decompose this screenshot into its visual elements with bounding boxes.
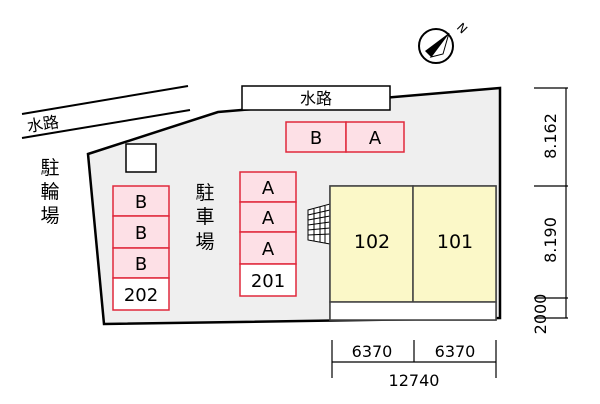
parking-space-label: B — [135, 192, 147, 213]
right-dimensions: 8.162 8.190 2000 — [531, 87, 568, 335]
unit-102 — [329, 185, 414, 303]
car-parking-char-3: 場 — [195, 231, 214, 253]
parking-space — [239, 171, 297, 203]
car-parking-char-1: 駐 — [195, 182, 214, 204]
parking-space — [239, 231, 297, 265]
balcony — [329, 301, 497, 321]
left-waterway-label: 水路 — [26, 112, 61, 136]
unit-102-label: 102 — [354, 231, 390, 253]
parking-space-label: 201 — [251, 271, 285, 292]
left-waterway — [22, 86, 190, 138]
left-waterway-edge-bottom — [21, 109, 191, 139]
parking-space-label: B — [135, 223, 147, 244]
bicycle-parking-marker — [125, 143, 157, 173]
parking-space-label: B — [135, 254, 147, 275]
parking-left-column: B B B 202 — [112, 185, 170, 311]
parking-space-label: A — [262, 239, 275, 260]
dimension-right-middle: 8.190 — [541, 217, 560, 263]
bicycle-parking-char-2: 輪 — [40, 181, 59, 203]
parking-space-label: A — [369, 128, 382, 149]
building: 102 101 — [329, 185, 497, 321]
parking-middle-column: A A A 201 — [239, 171, 297, 297]
compass-north-label: N — [454, 20, 470, 36]
parking-space — [239, 263, 297, 297]
parking-space-label: 202 — [124, 285, 158, 306]
top-waterway — [241, 85, 391, 111]
parking-space — [112, 247, 170, 279]
dimension-bottom-left: 6370 — [352, 342, 393, 361]
top-waterway-label: 水路 — [300, 89, 332, 108]
parking-space-label: B — [310, 128, 322, 149]
dimension-bottom-total: 12740 — [389, 371, 440, 390]
parking-space — [285, 121, 347, 153]
compass-icon: N — [418, 20, 470, 64]
left-waterway-edge-top — [21, 85, 189, 115]
parking-space — [345, 121, 405, 153]
parking-top-row: B A — [285, 121, 405, 153]
bottom-dimensions: 6370 6370 12740 — [331, 340, 497, 390]
parking-space — [112, 277, 170, 311]
bicycle-parking-char-1: 駐 — [40, 157, 59, 179]
unit-101 — [412, 185, 497, 303]
dimension-right-bottom: 2000 — [531, 294, 550, 335]
parking-space-label: A — [262, 208, 275, 229]
dimension-right-top: 8.162 — [541, 113, 560, 159]
stairs-icon — [307, 203, 331, 245]
bicycle-parking-char-3: 場 — [40, 205, 59, 227]
dimension-bottom-right: 6370 — [435, 342, 476, 361]
parking-space-label: A — [262, 178, 275, 199]
car-parking-char-2: 車 — [195, 206, 214, 228]
unit-101-label: 101 — [437, 231, 473, 253]
